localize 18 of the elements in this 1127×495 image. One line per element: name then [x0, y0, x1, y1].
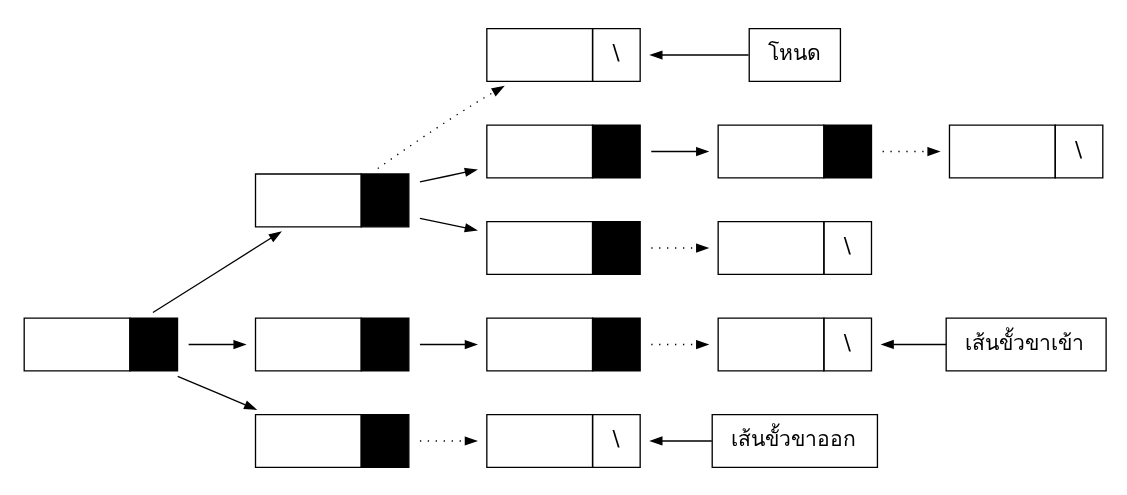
arrow	[419, 435, 478, 446]
arrow	[187, 339, 247, 349]
arrow	[650, 339, 710, 349]
arrow	[419, 167, 478, 183]
arrow	[650, 146, 710, 156]
arrow	[152, 230, 282, 313]
arrow	[881, 146, 941, 156]
arrow	[177, 375, 258, 410]
arrow	[419, 339, 478, 349]
arrow	[650, 242, 710, 253]
arrow	[419, 217, 478, 232]
arrow	[880, 339, 947, 349]
node-box: เส้นขั้วขาเข้า	[945, 316, 1107, 372]
arrow	[649, 49, 750, 60]
arrow	[377, 85, 505, 169]
arrow	[649, 435, 713, 446]
node-box: โหนด	[748, 27, 842, 82]
node-box: เส้นขั้วขาออก	[711, 413, 879, 468]
